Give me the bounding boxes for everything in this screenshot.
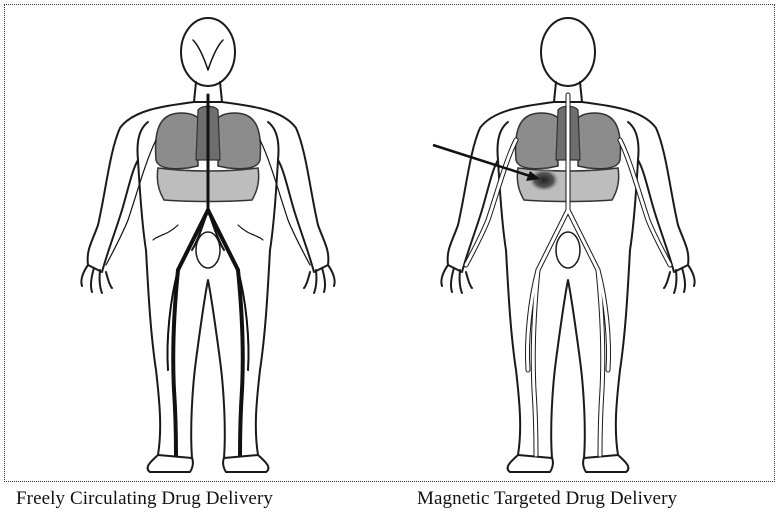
human-body-circulatory-icon xyxy=(418,10,718,480)
caption-freely-circulating: Freely Circulating Drug Delivery xyxy=(16,488,273,510)
target-spot xyxy=(528,168,560,192)
magnetic-targeted-body-figure xyxy=(418,10,718,480)
caption-magnetic-targeted: Magnetic Targeted Drug Delivery xyxy=(417,488,677,510)
freely-circulating-body-figure xyxy=(58,10,358,480)
human-body-circulatory-icon xyxy=(58,10,358,480)
